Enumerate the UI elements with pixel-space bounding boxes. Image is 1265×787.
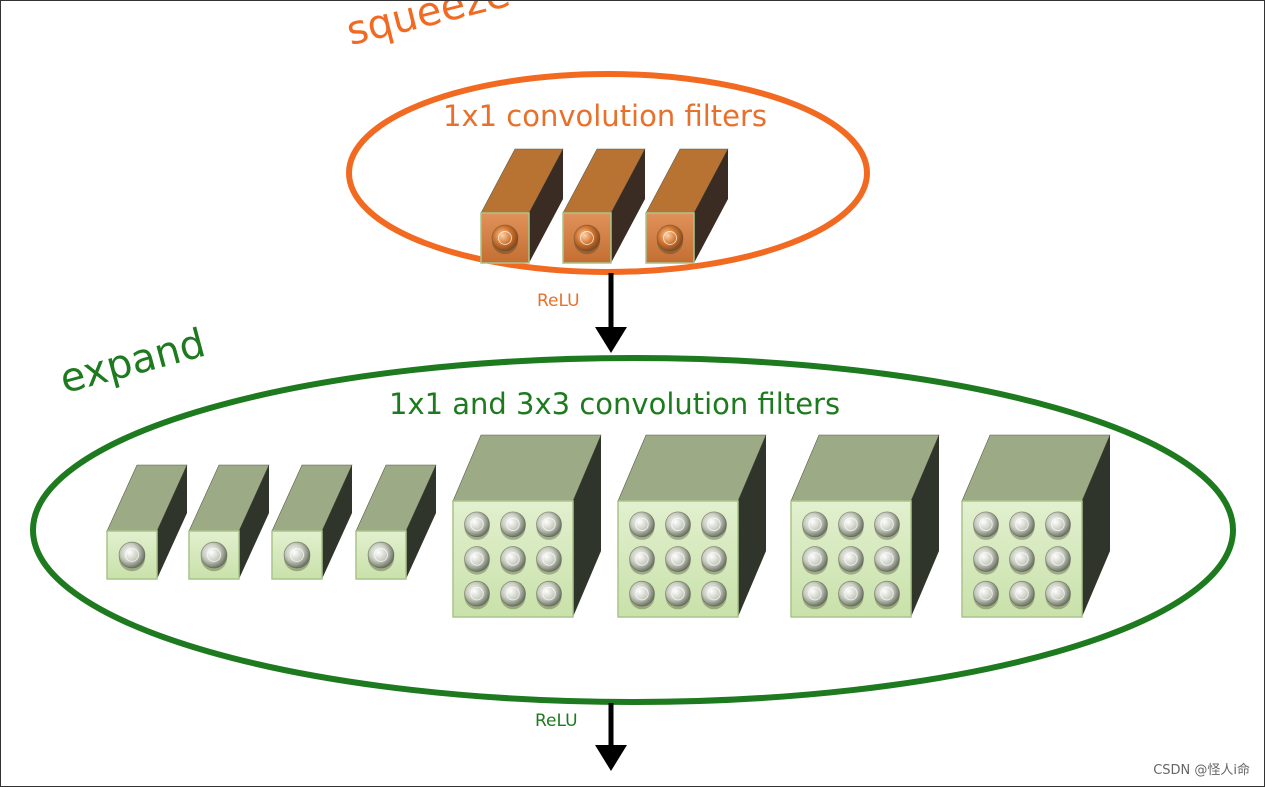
squeeze-caption: 1x1 convolution filters — [443, 99, 768, 133]
squeeze-filter-1x1 — [480, 148, 564, 264]
squeeze-ellipse — [346, 71, 870, 275]
expand-caption: 1x1 and 3x3 convolution filters — [389, 387, 841, 421]
expand-filter-1x1 — [106, 464, 188, 580]
expand-ellipse — [30, 355, 1236, 705]
expand-relu-label: ReLU — [535, 711, 578, 731]
expand-filter-3x3 — [452, 434, 602, 618]
expand-filter-1x1 — [188, 464, 270, 580]
expand-filter-3x3 — [617, 434, 767, 618]
expand-filter-1x1 — [271, 464, 353, 580]
squeeze-relu-label: ReLU — [537, 291, 580, 311]
expand-filter-1x1 — [355, 464, 437, 580]
squeeze-filter-1x1 — [645, 148, 729, 264]
arrow-squeeze-to-expand — [595, 273, 627, 353]
expand-filter-3x3 — [961, 434, 1111, 618]
expand-filter-3x3 — [790, 434, 940, 618]
squeeze-filter-1x1 — [562, 148, 646, 264]
watermark: CSDN @怪人i命 — [1153, 763, 1250, 778]
arrow-expand-output — [595, 703, 627, 771]
